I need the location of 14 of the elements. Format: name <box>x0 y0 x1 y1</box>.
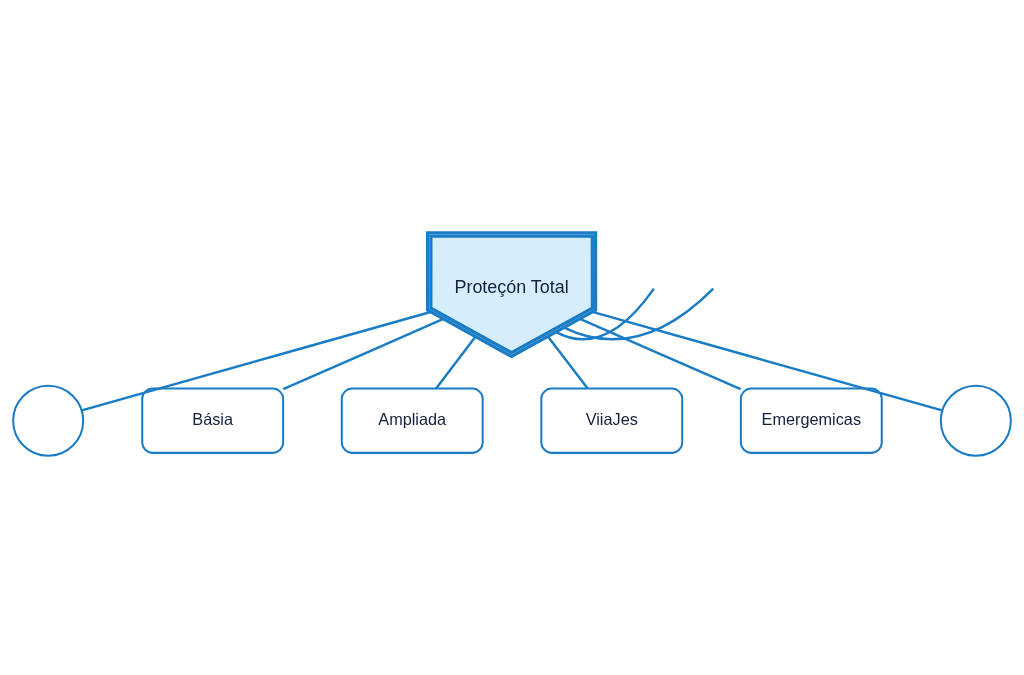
connector <box>435 335 477 389</box>
connector <box>555 287 655 340</box>
connector <box>579 317 742 390</box>
node-box: Ampliada <box>340 387 484 454</box>
node-box: Emergemicas <box>739 387 883 454</box>
connector <box>81 310 431 412</box>
node-circle <box>12 384 85 457</box>
connector <box>563 287 715 340</box>
node-circle <box>939 384 1012 457</box>
connector <box>547 335 589 389</box>
connector <box>592 310 943 412</box>
node-box: Básia <box>141 387 285 454</box>
connector <box>282 317 444 390</box>
node-box: ViiaJes <box>540 387 684 454</box>
